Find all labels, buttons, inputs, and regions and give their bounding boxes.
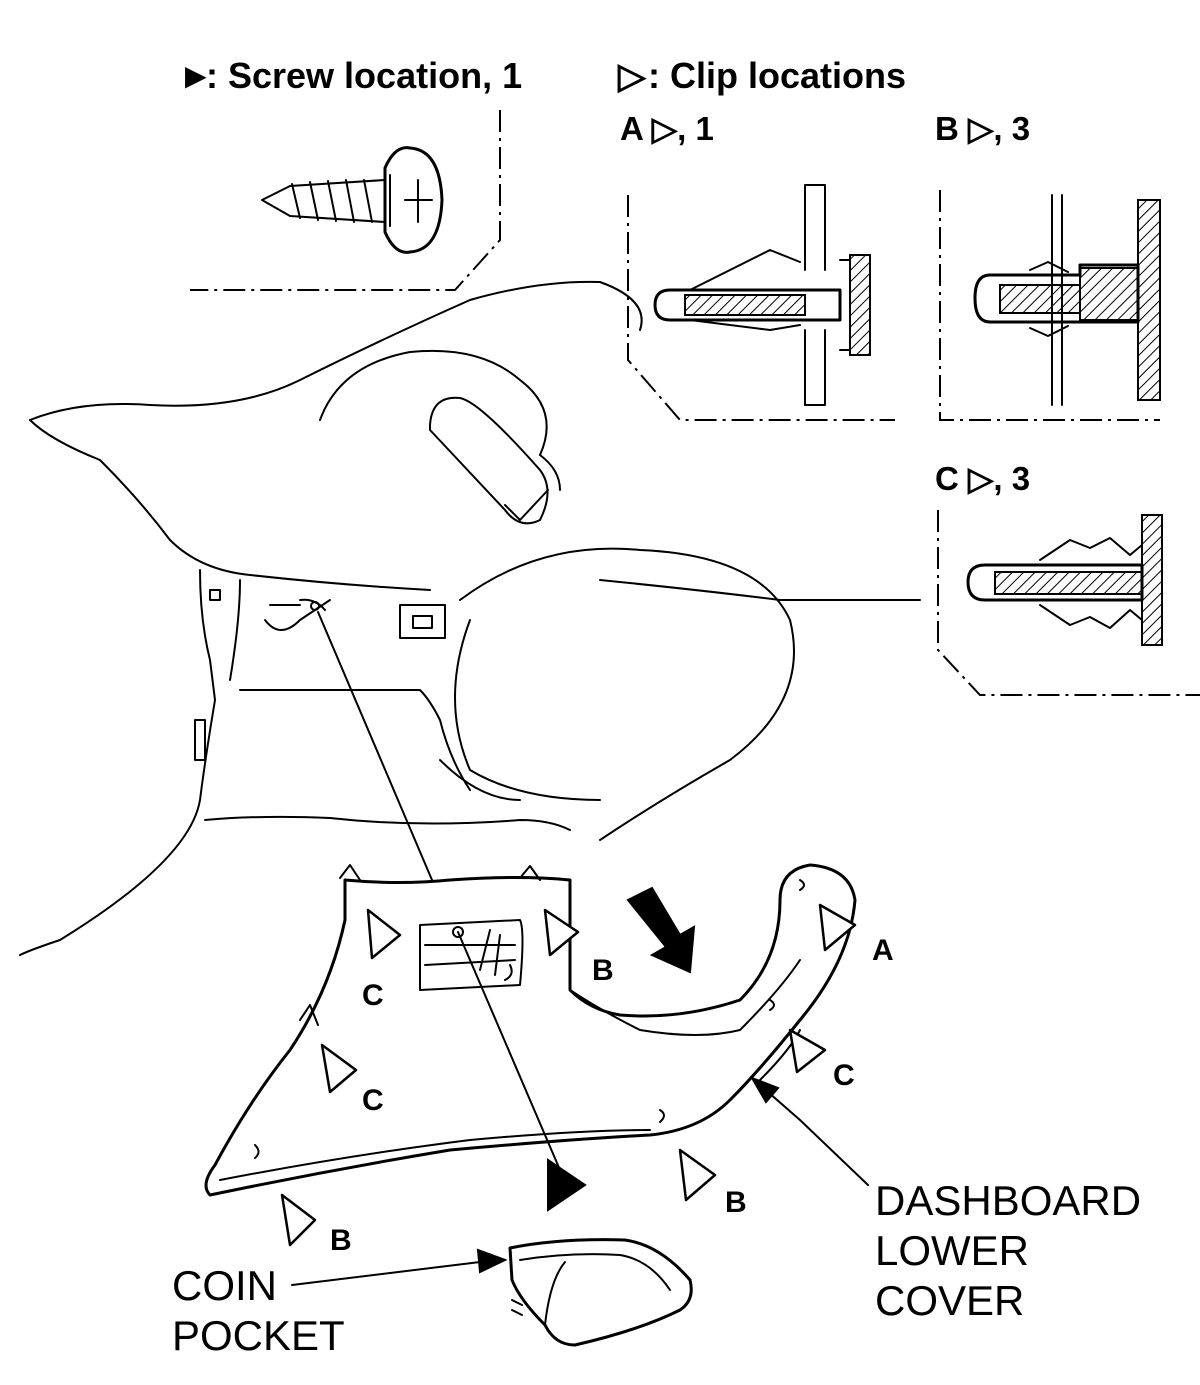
- clip-detail-c: C ▷, 3: [935, 460, 1200, 696]
- coin-pocket: [508, 1238, 693, 1347]
- clip-marker-b-lower-mid: [678, 1148, 717, 1202]
- clip-label-c-lower-left: C: [362, 1084, 384, 1117]
- clip-detail-c-border: [937, 510, 1200, 696]
- coin-callout-line1: COIN: [172, 1262, 277, 1309]
- clip-marker-a: [818, 903, 857, 952]
- clip-markers: C B A C C B B: [280, 903, 894, 1257]
- clip-legend-text: : Clip locations: [648, 55, 906, 96]
- clip-detail-b-label: B ▷, 3: [935, 110, 1030, 147]
- removal-direction-arrow: [626, 886, 696, 974]
- screw-leader-lower: [457, 931, 561, 1171]
- dashboard-callout-leader: [759, 1084, 869, 1186]
- coin-callout-line2: POCKET: [172, 1312, 345, 1359]
- clip-label-a: A: [872, 934, 894, 967]
- legend: ► : Screw location, 1 ▷ : Clip locations: [178, 55, 906, 96]
- dashboard-callout-line3: COVER: [875, 1277, 1024, 1324]
- screw-legend-text: : Screw location, 1: [206, 55, 522, 96]
- dashboard-outline: [19, 280, 921, 956]
- screw-detail: [190, 110, 501, 291]
- clip-marker-c-right: [788, 1028, 827, 1074]
- screw-location-marker: [547, 1158, 587, 1212]
- clip-marker-c-lower-left: [320, 1043, 358, 1094]
- clip-marker-c-upper: [366, 908, 402, 960]
- screw-icon: [261, 146, 444, 254]
- dashboard-callout-line2: LOWER: [875, 1227, 1029, 1274]
- clip-legend-symbol: ▷: [617, 55, 647, 96]
- clip-label-c-upper: C: [362, 979, 384, 1012]
- coin-pocket-callout: COIN POCKET: [172, 1248, 508, 1359]
- clip-label-b-center: B: [592, 954, 614, 987]
- clip-detail-a-border: [627, 195, 895, 421]
- clip-detail-b: B ▷, 3: [935, 110, 1161, 421]
- clip-marker-b-center: [543, 908, 580, 957]
- dashboard-lower-cover: [204, 863, 857, 1197]
- clip-detail-b-border: [939, 190, 1160, 421]
- clip-detail-a-label: A ▷, 1: [620, 110, 714, 147]
- clip-detail-c-label: C ▷, 3: [935, 460, 1030, 497]
- screw-leader-upper: [317, 611, 433, 881]
- coin-callout-leader: [291, 1261, 481, 1286]
- screw-detail-border: [190, 110, 501, 291]
- dashboard-callout-line1: DASHBOARD: [875, 1177, 1141, 1224]
- clip-detail-a: A ▷, 1: [620, 110, 895, 421]
- clip-marker-b-lower-left: [280, 1193, 317, 1247]
- clip-label-b-lower-mid: B: [725, 1186, 747, 1219]
- screw-legend-symbol: ►: [178, 55, 214, 96]
- clip-label-c-right: C: [833, 1059, 855, 1092]
- clip-label-b-lower-left: B: [330, 1224, 352, 1257]
- dashboard-lower-cover-callout: DASHBOARD LOWER COVER: [749, 1076, 1141, 1324]
- bracket-a: [849, 254, 871, 356]
